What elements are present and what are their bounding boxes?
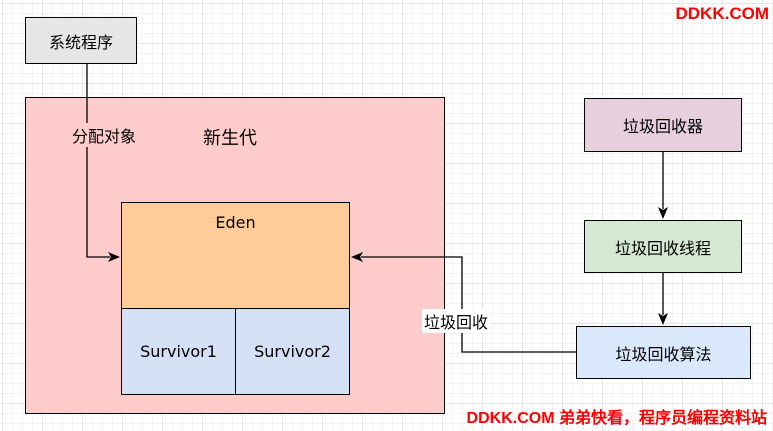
gc-node[interactable]: 垃圾回收器 — [584, 98, 742, 152]
system-program-node[interactable]: 系统程序 — [25, 17, 137, 64]
young-generation-label: 新生代 — [203, 128, 257, 149]
allocate-objects-label: 分配对象 — [70, 123, 139, 147]
edge-thread-to-algorithm-arrowhead — [658, 313, 668, 325]
watermark-bottom: DDKK.COM 弟弟快看，程序员编程资料站 — [466, 410, 767, 427]
edge-allocate-arrowhead — [108, 252, 120, 262]
eden-label: Eden — [215, 213, 256, 232]
gc-thread-node[interactable]: 垃圾回收线程 — [584, 220, 742, 273]
edge-collect-arrowhead — [351, 252, 363, 262]
edge-collect — [361, 256, 576, 353]
edge-gc-to-thread-arrowhead — [658, 207, 668, 219]
watermark-top: DDKK.COM — [675, 4, 770, 23]
survivor1-node[interactable]: Survivor1 — [121, 308, 236, 395]
edge-allocate — [86, 64, 110, 258]
garbage-collect-label: 垃圾回收 — [422, 309, 491, 333]
survivor2-node[interactable]: Survivor2 — [235, 308, 350, 395]
gc-algorithm-node[interactable]: 垃圾回收算法 — [576, 326, 751, 379]
